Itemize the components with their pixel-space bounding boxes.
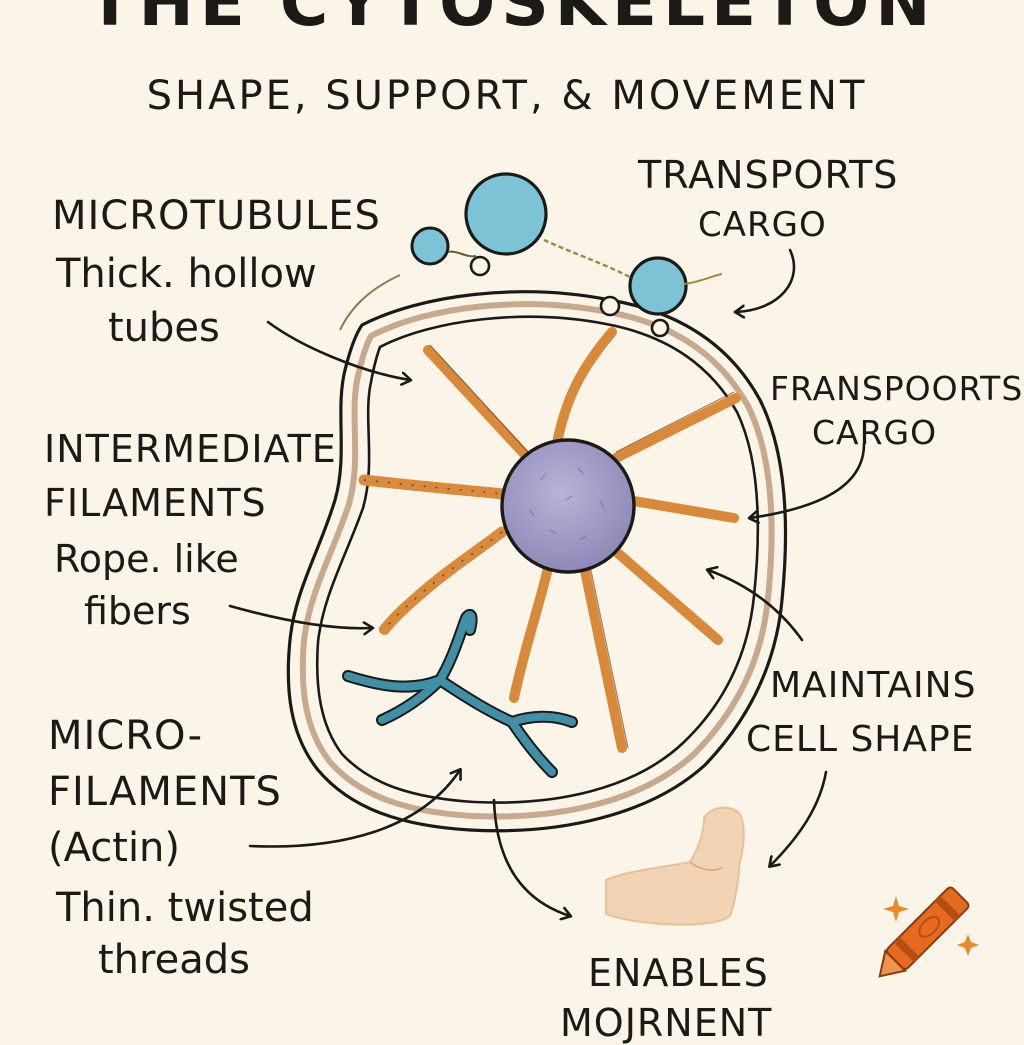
arrow-transports-right <box>750 442 866 518</box>
label-intermediate-filaments: FILAMENTS <box>44 481 267 525</box>
microtubule-rod <box>579 561 627 753</box>
sparkle-icon <box>957 934 979 956</box>
membrane-sketch-stroke <box>339 274 401 331</box>
label-maintains-cell-shape: CELL SHAPE <box>746 719 975 760</box>
label-intermediate-filaments: INTERMEDIATE <box>44 427 337 471</box>
crayon-icon <box>878 886 970 978</box>
microtubule-rod <box>611 393 741 463</box>
label-microtubules-desc: tubes <box>108 305 220 351</box>
page-title: THE CYTOSKELETON <box>87 0 937 41</box>
arrow-transports-top <box>736 248 796 312</box>
intermediate-filaments <box>358 474 510 636</box>
vesicle-small <box>410 226 450 266</box>
motor-protein <box>469 255 491 277</box>
label-enables-movement: ENABLES <box>588 951 769 995</box>
cytoskeleton-diagram <box>228 172 979 978</box>
microtubule-rod <box>509 563 553 703</box>
label-enables-movement: MOJRNENT <box>560 1001 773 1045</box>
microtubule-outlines <box>429 344 735 749</box>
label-microfilaments-desc: Thin. twisted <box>56 885 314 931</box>
microtubule-rod <box>551 327 617 453</box>
label-transports-cargo: TRANSPORTS <box>638 153 899 197</box>
label-fransports-cargo: FRANSPOORTS <box>770 369 1024 408</box>
arrow-microfilaments <box>248 770 460 848</box>
label-microtubules-desc: Thick. hollow <box>56 251 317 297</box>
label-microfilaments-desc: threads <box>98 937 250 983</box>
label-fransports-cargo: CARGO <box>812 413 938 452</box>
cell-membrane <box>286 290 788 833</box>
motor-strand <box>543 238 633 280</box>
microfilaments-actin <box>342 608 578 778</box>
microtubule-rod <box>623 495 739 523</box>
sparkle-icon <box>883 896 909 922</box>
annotation-arrows <box>228 248 866 916</box>
arrow-microtubules <box>266 320 410 380</box>
vesicles <box>410 172 723 338</box>
motor-protein <box>650 318 670 338</box>
label-maintains-cell-shape: MAINTAINS <box>770 665 977 706</box>
microtubule-rod <box>607 543 723 645</box>
vesicle-large <box>464 172 548 256</box>
arrow-intermediate <box>228 604 372 628</box>
label-transports-cargo: CARGO <box>698 205 827 245</box>
microtubules <box>423 327 741 753</box>
nucleus <box>500 438 636 574</box>
flexed-arm <box>605 806 745 926</box>
motor-strand <box>447 250 477 258</box>
page-subtitle: SHAPE, SUPPORT, & MOVEMENT <box>146 73 868 119</box>
label-microfilaments-actin: (Actin) <box>48 825 181 871</box>
arrow-maintains <box>708 570 804 642</box>
label-intermediate-desc: Rope. like <box>54 537 239 581</box>
label-microtubules: MICROTUBULES <box>52 193 381 239</box>
label-microfilaments: FILAMENTS <box>48 769 282 815</box>
label-microfilaments: MICRO- <box>48 713 204 759</box>
motor-protein <box>599 295 621 317</box>
arrow-enables <box>492 798 570 916</box>
vesicle-medium <box>628 256 688 316</box>
motor-strand <box>683 273 723 285</box>
label-intermediate-desc: fibers <box>84 589 191 633</box>
microtubule-rod <box>423 345 533 463</box>
arrow-muscle <box>770 770 828 866</box>
